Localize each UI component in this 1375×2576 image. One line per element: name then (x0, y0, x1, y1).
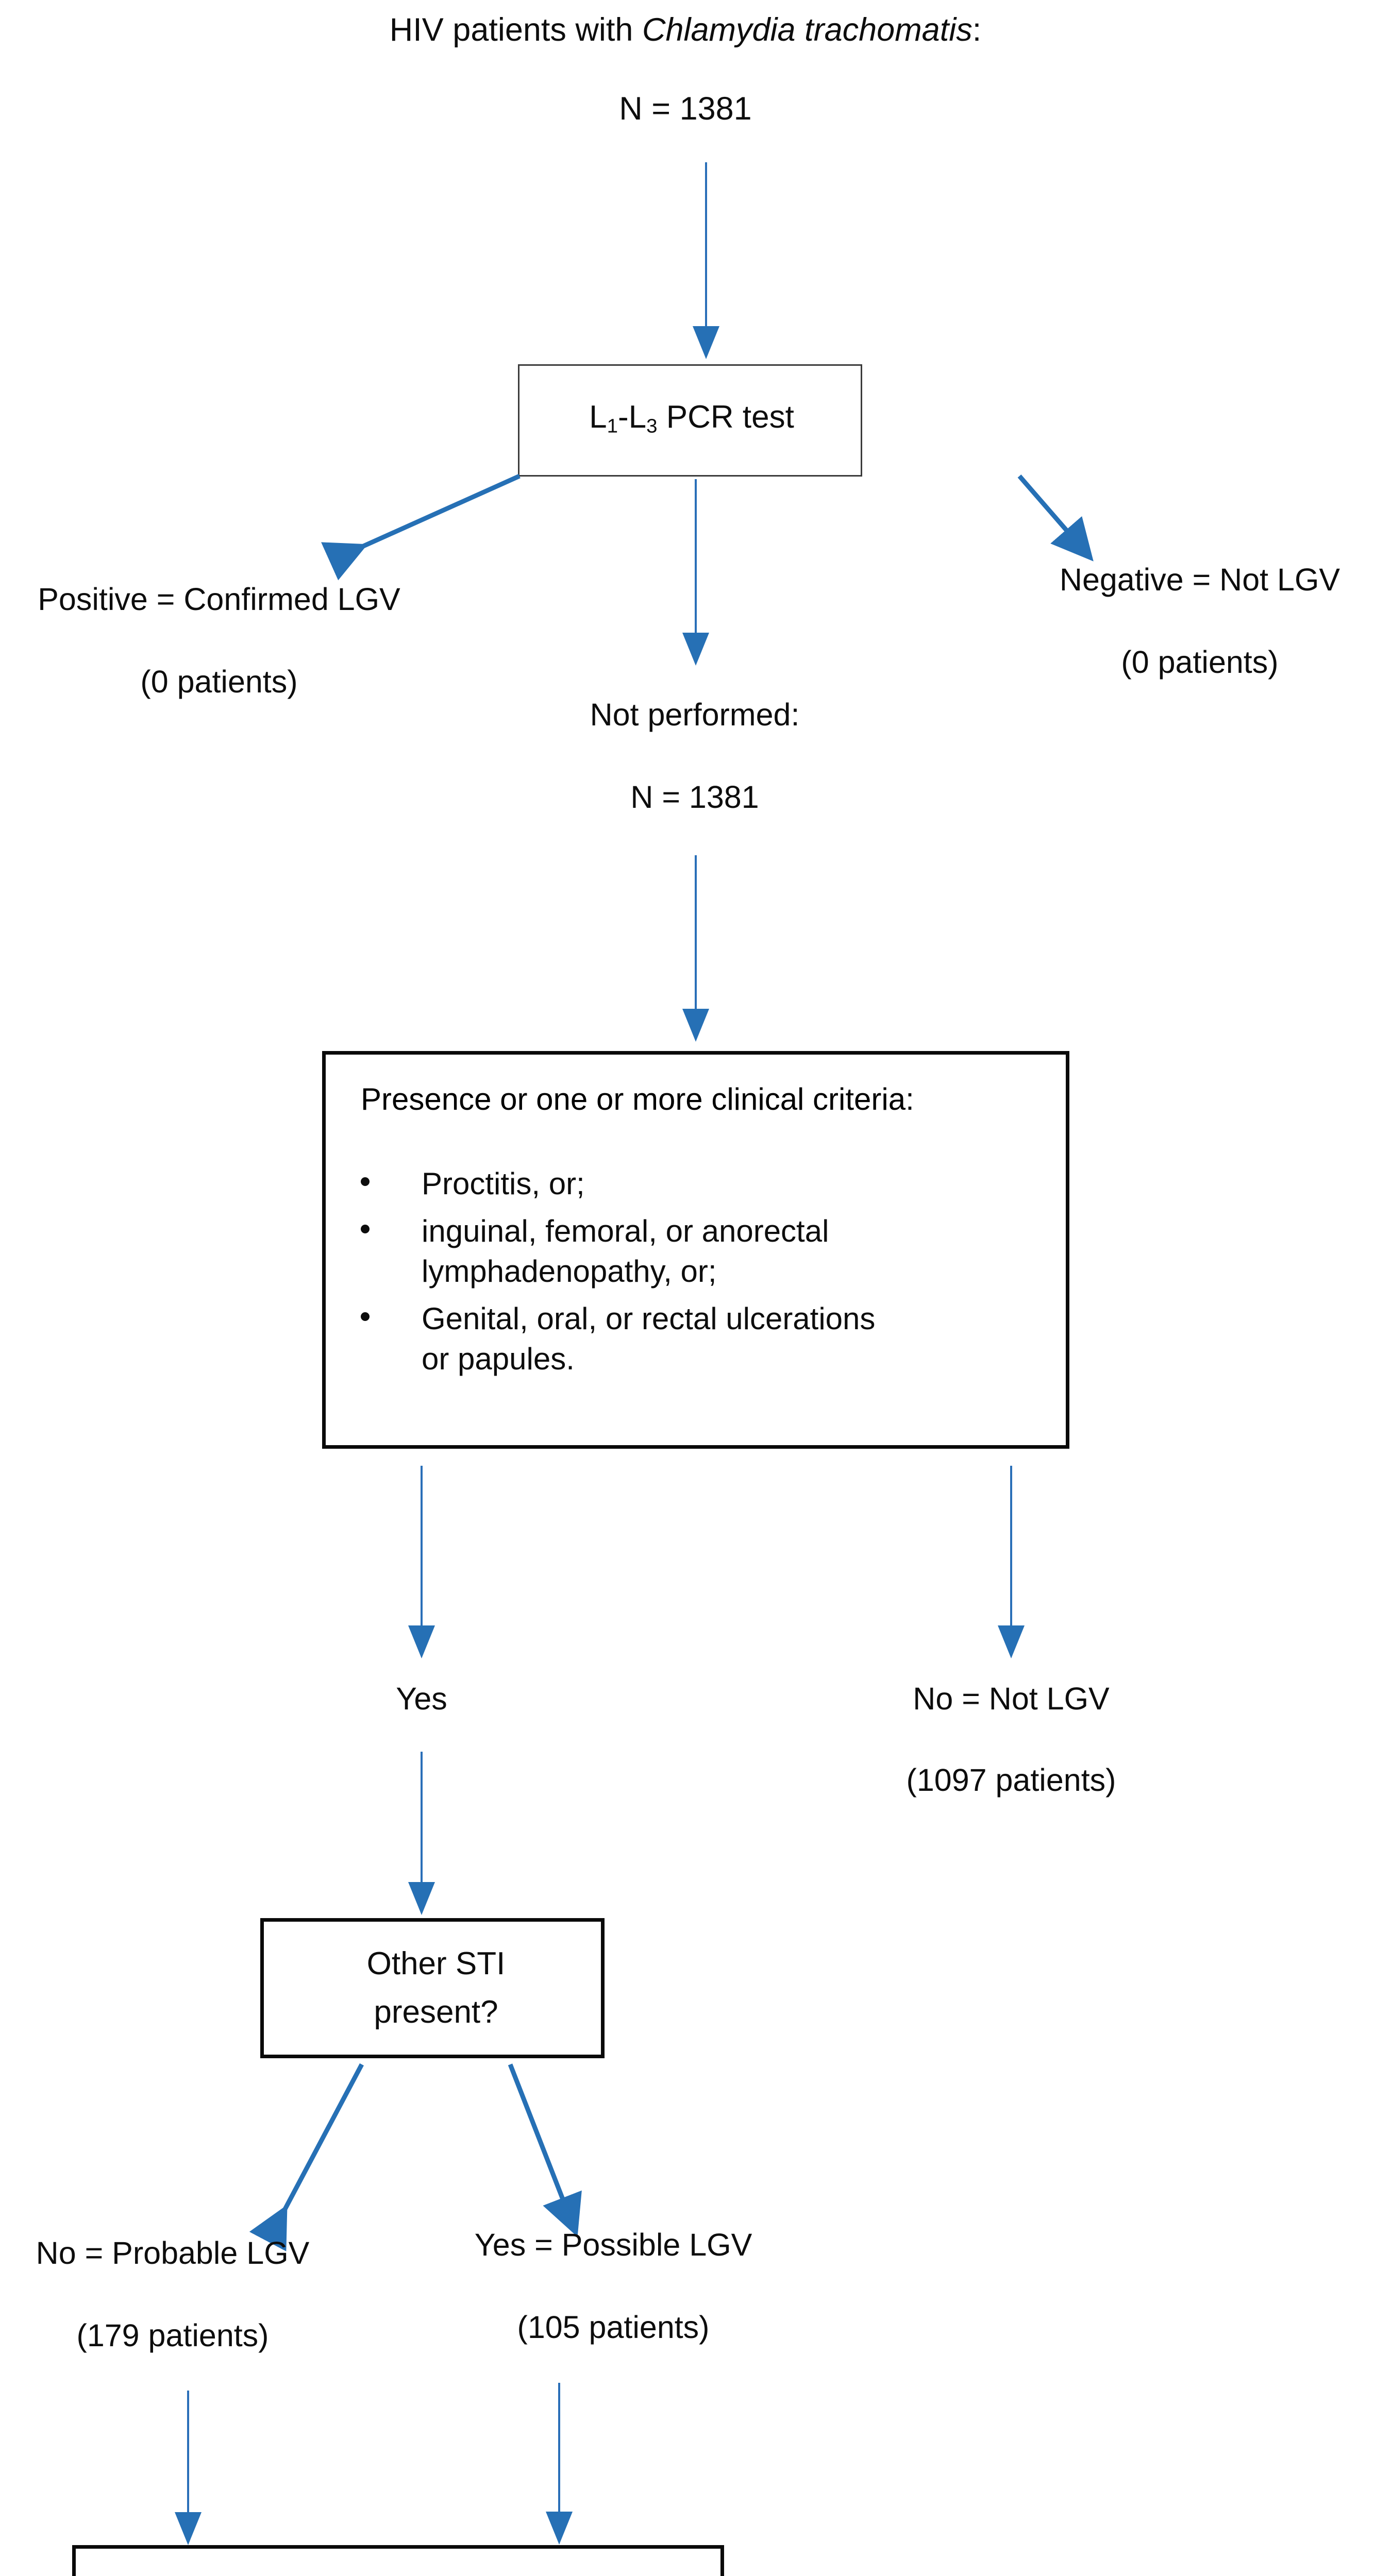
total-cohort-box: TOTAL LGV COHORT: N = 284 (72, 2545, 724, 2576)
arrow-shaft (695, 855, 697, 1010)
pcr-test-label: L1-L3 PCR test (589, 399, 794, 438)
arrow-head (175, 2512, 202, 2545)
arrow-shaft (695, 479, 697, 634)
pcr-test-box: L1-L3 PCR test (518, 364, 862, 477)
arrow-shaft (421, 1752, 423, 1883)
branch-negative-label: Negative = Not LGV (1059, 562, 1340, 597)
criteria-no-label: No = Not LGV (913, 1681, 1110, 1716)
arrow-sti-to-probable (249, 2063, 364, 2251)
criteria-yes-label: Yes (396, 1681, 447, 1716)
sti-no-label: No = Probable LGV (36, 2235, 310, 2270)
pcr-label-suffix: PCR test (657, 399, 794, 435)
list-item: Proctitis, or; (361, 1164, 1031, 1204)
clinical-criteria-box: Presence or one or more clinical criteri… (322, 1051, 1069, 1449)
arrow-line (508, 2063, 582, 2237)
title-organism: Chlamydia trachomatis (642, 12, 972, 48)
criteria-no-count: (1097 patients) (906, 1762, 1116, 1798)
pcr-label-prefix: L (589, 399, 607, 435)
pcr-sub-1: 1 (607, 415, 618, 437)
criteria-bullet-list: Proctitis, or; inguinal, femoral, or ano… (361, 1164, 1031, 1386)
arrow-shaft (558, 2383, 560, 2513)
branch-not-performed-count: N = 1381 (630, 779, 759, 815)
arrow-head (693, 326, 719, 359)
arrow-line (1017, 474, 1094, 562)
bullet-dot-icon (361, 1312, 370, 1321)
arrow-head (408, 1625, 435, 1658)
pcr-sub-3: 3 (646, 415, 658, 437)
pcr-label-mid: -L (618, 399, 647, 435)
list-item: Genital, oral, or rectal ulcerations or … (361, 1299, 1031, 1379)
arrow-head (408, 1882, 435, 1915)
criteria-title: Presence or one or more clinical criteri… (361, 1082, 914, 1116)
branch-negative-count: (0 patients) (1121, 645, 1279, 680)
sti-box-line1: Other STI (366, 1946, 506, 1981)
bullet-dot-icon (361, 1177, 370, 1186)
criteria-bullet-text: Proctitis, or; (422, 1166, 585, 1201)
arrow-head (546, 2512, 573, 2545)
arrow-sti-to-possible (508, 2063, 582, 2237)
arrow-line (249, 2063, 364, 2251)
arrow-shaft (187, 2391, 189, 2513)
branch-positive-count: (0 patients) (140, 664, 298, 699)
arrow-shaft (1010, 1466, 1012, 1626)
list-item: inguinal, femoral, or anorectal lymphade… (361, 1211, 1031, 1292)
sti-yes-label: Yes = Possible LGV (474, 2227, 752, 2262)
title-prefix: HIV patients with (389, 12, 642, 48)
other-sti-box: Other STI present? (260, 1918, 605, 2058)
criteria-bullet-text: inguinal, femoral, or anorectal lymphade… (422, 1214, 829, 1289)
sti-yes-count: (105 patients) (517, 2310, 710, 2345)
arrow-head (682, 633, 709, 666)
diagram-title-count: N = 1381 (619, 91, 752, 127)
criteria-bullet-text: Genital, oral, or rectal ulcerations or … (422, 1301, 876, 1376)
arrow-pcr-to-positive (321, 473, 521, 581)
arrow-pcr-to-negative (1017, 474, 1094, 562)
arrow-head (998, 1625, 1025, 1658)
sti-box-line2: present? (374, 1994, 498, 2030)
arrow-shaft (421, 1466, 423, 1626)
arrow-head (682, 1009, 709, 1042)
title-suffix: : (972, 12, 982, 48)
arrow-line (321, 473, 521, 581)
bullet-dot-icon (361, 1225, 370, 1233)
arrow-shaft (705, 162, 707, 327)
sti-no-count: (179 patients) (76, 2318, 269, 2353)
diagram-title: HIV patients with Chlamydia trachomatis: (390, 11, 981, 48)
branch-not-performed-label: Not performed: (590, 697, 800, 732)
branch-positive-label: Positive = Confirmed LGV (38, 582, 400, 617)
